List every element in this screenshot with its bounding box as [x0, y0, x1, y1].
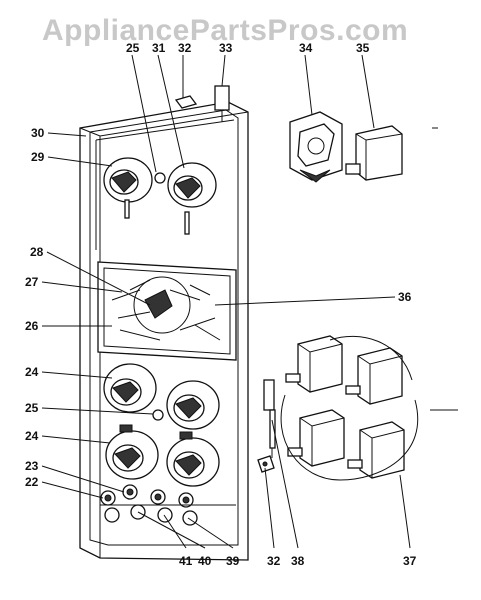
indicator-light-mid — [152, 409, 164, 421]
label-35: 35 — [356, 41, 370, 55]
clock-window — [97, 261, 237, 361]
label-34: 34 — [299, 41, 313, 55]
part-labels: 25 31 32 33 34 35 30 29 28 27 26 36 24 2… — [25, 41, 417, 568]
knob-tab-left — [119, 424, 133, 433]
clock-motor — [289, 111, 343, 183]
top-left-knob — [103, 157, 153, 203]
label-27: 27 — [25, 275, 39, 289]
clip-part-32-bottom — [257, 455, 275, 473]
watermark: AppliancePartsPros.com — [42, 14, 409, 47]
label-25-top: 25 — [126, 41, 140, 55]
indicator-light-top — [154, 172, 166, 184]
label-32-bottom: 32 — [267, 554, 281, 568]
top-right-knob — [167, 162, 217, 208]
label-41: 41 — [179, 554, 193, 568]
label-32-top: 32 — [178, 41, 192, 55]
label-33: 33 — [219, 41, 233, 55]
mid-left-knob — [103, 363, 157, 413]
label-39: 39 — [226, 554, 240, 568]
low-right-knob — [166, 437, 220, 487]
knob-slot-top-right — [184, 211, 190, 235]
label-31: 31 — [152, 41, 166, 55]
label-24-lower: 24 — [25, 429, 39, 443]
label-30: 30 — [31, 126, 45, 140]
bracket-part-38 — [263, 379, 276, 458]
label-22: 22 — [25, 475, 39, 489]
label-25-mid: 25 — [25, 401, 39, 415]
label-23: 23 — [25, 459, 39, 473]
label-40: 40 — [198, 554, 212, 568]
knob-slot-top-left — [124, 199, 130, 219]
label-29: 29 — [31, 150, 45, 164]
clip-part-top — [174, 95, 198, 109]
low-left-knob — [105, 430, 159, 480]
label-38: 38 — [291, 554, 305, 568]
knob-tab-right — [179, 431, 193, 440]
label-37: 37 — [403, 554, 417, 568]
label-26: 26 — [25, 319, 39, 333]
leader-lines — [41, 54, 411, 549]
mid-right-knob — [166, 380, 220, 430]
switch-cluster — [280, 335, 419, 481]
label-24-upper: 24 — [25, 365, 39, 379]
connector-part-top — [214, 85, 230, 122]
label-36: 36 — [398, 290, 412, 304]
switch-block-35 — [345, 125, 403, 181]
label-28: 28 — [30, 245, 44, 259]
